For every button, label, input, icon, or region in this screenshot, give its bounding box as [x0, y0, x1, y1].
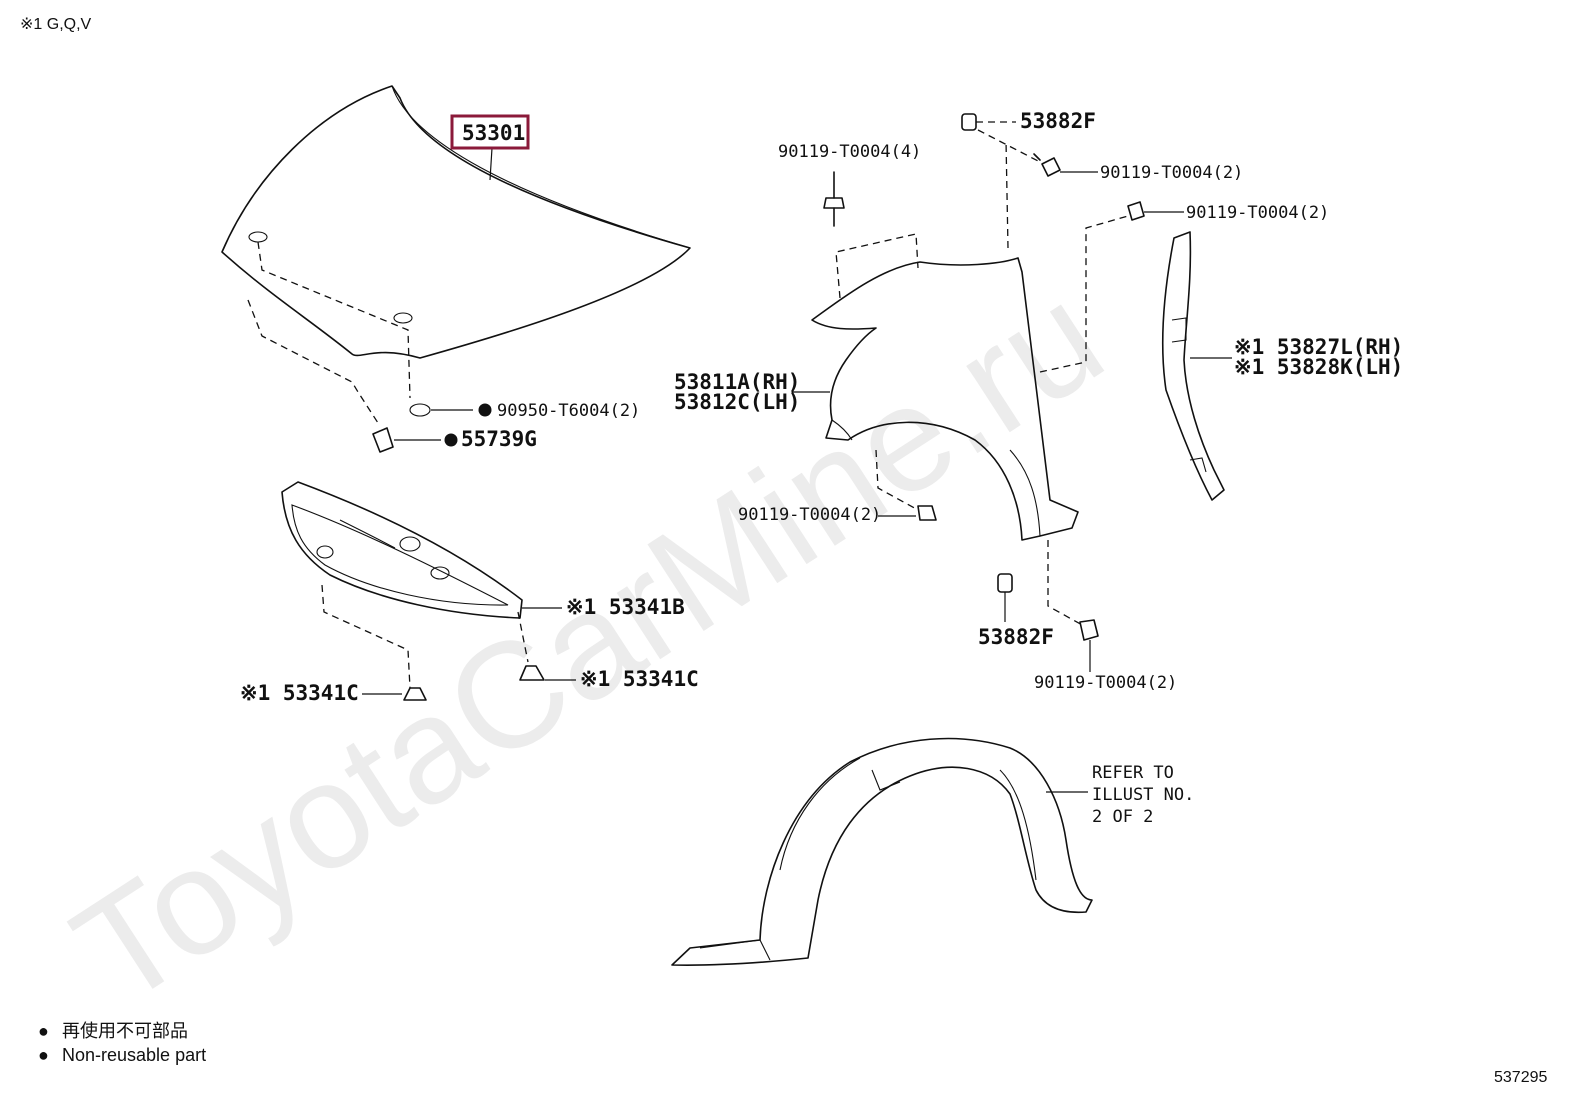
diagram-id: 537295: [1494, 1069, 1547, 1086]
legend-symbol: ●: [38, 1045, 49, 1065]
callout-hood-bumper[interactable]: 55739G: [461, 427, 537, 451]
legend-text-ja: 再使用不可部品: [62, 1021, 188, 1041]
callout-fender-lh[interactable]: 53812C(LH): [674, 390, 800, 414]
callout-insulator[interactable]: ※1 53341B: [566, 595, 685, 619]
hood-callout-highlight: [450, 114, 530, 150]
callout-nut-bottom[interactable]: 53882F: [978, 625, 1054, 649]
callout-bolt-seal[interactable]: 90119-T0004(2): [1186, 203, 1329, 223]
front-fender: [811, 139, 1129, 627]
non-reusable-dot: [444, 433, 458, 447]
nut-bottom: [997, 573, 1013, 593]
bolt-bottom: [1079, 619, 1099, 641]
callout-clip-left[interactable]: ※1 53341C: [240, 681, 359, 705]
bolt-top-right: [1033, 153, 1061, 177]
refer-note-line-2: ILLUST NO.: [1092, 785, 1194, 805]
callout-fender-lower-bolt[interactable]: 90119-T0004(2): [738, 505, 881, 525]
hood-bumper: [372, 427, 394, 453]
callout-hood-bolt-clip[interactable]: 90950-T6004(2): [497, 401, 640, 421]
callout-fender-top-bolt[interactable]: 90119-T0004(4): [778, 142, 921, 162]
callout-bolt-top-right[interactable]: 90119-T0004(2): [1100, 163, 1243, 183]
bolt-seal: [1127, 201, 1145, 221]
watermark: ToyotaCarMine.ru: [46, 251, 1130, 1037]
hood-clip-ring: [409, 403, 431, 417]
legend-text-en: Non-reusable part: [62, 1045, 206, 1065]
callout-seal-lh[interactable]: ※1 53828K(LH): [1234, 355, 1403, 379]
bolt-fender-lower: [917, 505, 937, 521]
clip-right: [519, 665, 545, 681]
callout-fender-rh[interactable]: 53811A(RH): [674, 370, 800, 394]
clip-left: [403, 687, 427, 701]
fender-liner: [671, 737, 1093, 966]
hood-insulator: [281, 481, 529, 689]
fender-seal: [1161, 231, 1225, 501]
callout-nut-top[interactable]: 53882F: [1020, 109, 1096, 133]
legend-symbol: ●: [38, 1021, 49, 1041]
nut-top: [961, 113, 977, 131]
bolt-fender-top: [823, 171, 845, 227]
refer-note-line-1: REFER TO: [1092, 763, 1174, 783]
non-reusable-dot: [478, 403, 492, 417]
callout-seal-rh[interactable]: ※1 53827L(RH): [1234, 335, 1403, 359]
callout-bolt-bottom[interactable]: 90119-T0004(2): [1034, 673, 1177, 693]
hood-panel: [221, 85, 691, 427]
legend: ● 再使用不可部品 ● Non-reusable part: [38, 1021, 206, 1065]
header-note: ※1 G,Q,V: [20, 16, 92, 33]
refer-note-line-3: 2 OF 2: [1092, 807, 1153, 827]
callout-clip-right[interactable]: ※1 53341C: [580, 667, 699, 691]
callout-hood[interactable]: 53301: [462, 121, 525, 145]
